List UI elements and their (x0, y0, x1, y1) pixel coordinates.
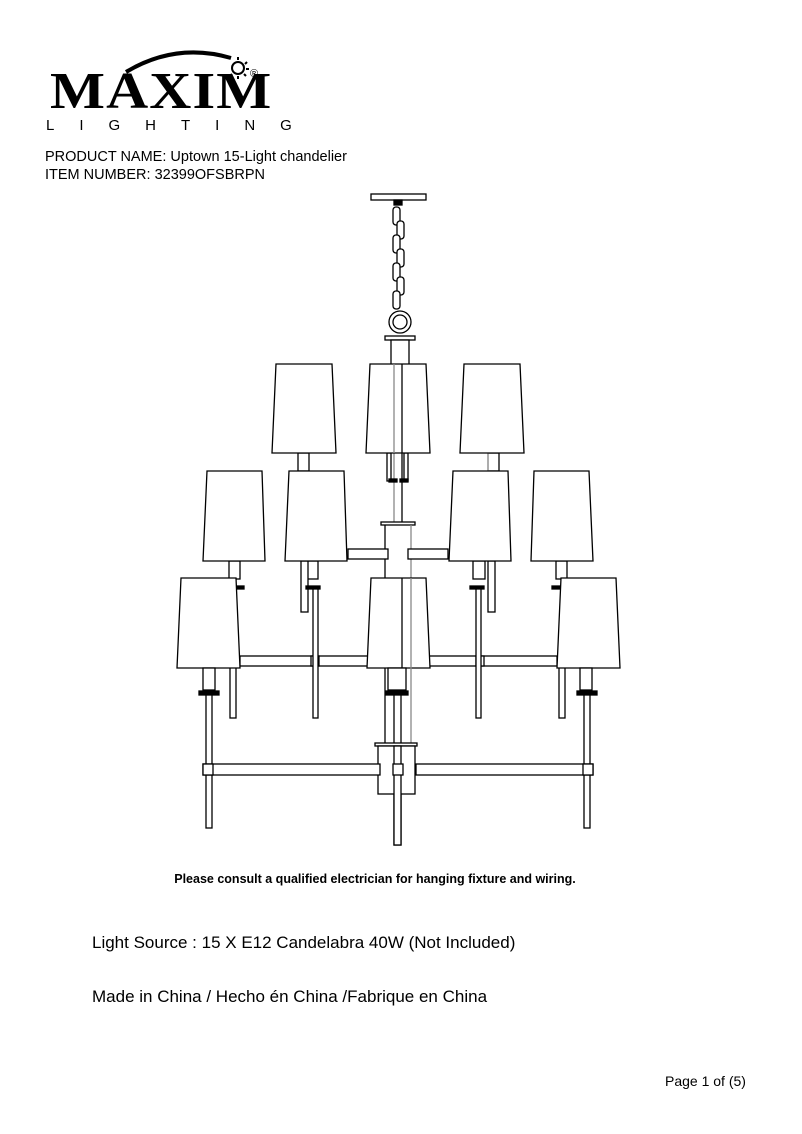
chandelier-drawing (176, 193, 621, 846)
middle-arm-left (347, 548, 389, 560)
shade-bottom-1 (176, 577, 241, 669)
maxim-lighting-logo: MAXIM ® LIGHTING (46, 44, 292, 136)
bottom-arm-left (202, 763, 381, 776)
hanging-loop-inner (392, 314, 408, 330)
light-source-spec: Light Source : 15 X E12 Candelabra 40W (… (92, 933, 516, 952)
shade-bottom-2 (366, 577, 431, 669)
shade-bottom-3 (556, 577, 621, 669)
product-info: PRODUCT NAME: Uptown 15-Light chandelier… (45, 148, 347, 184)
brand-subtitle: LIGHTING (46, 117, 317, 134)
bottom-stem-right (583, 694, 591, 829)
canopy-hook (393, 199, 403, 206)
product-name-separator: : (162, 149, 167, 165)
product-name-value: Uptown 15-Light chandelier (170, 149, 347, 165)
shade-middle-2 (284, 470, 348, 562)
shade-top-3 (459, 363, 525, 454)
product-name-row: PRODUCT NAME: Uptown 15-Light chandelier (45, 148, 347, 166)
shade-middle-4 (530, 470, 594, 562)
middle-tier (202, 470, 594, 613)
shade-top-1 (271, 363, 337, 454)
item-number-row: ITEM NUMBER: 32399OFSBRPN (45, 166, 347, 184)
product-name-label: PRODUCT NAME (45, 149, 163, 165)
item-number-label: ITEM NUMBER: (45, 167, 151, 183)
country-of-origin: Made in China / Hecho én China /Fabriqu… (92, 987, 488, 1006)
middle-arm-right (407, 548, 449, 560)
canopy (370, 193, 427, 201)
registered-mark: ® (250, 68, 259, 80)
shade-top-2 (365, 363, 431, 454)
bottom-tier (176, 577, 621, 669)
top-stem-cap (390, 339, 410, 367)
item-number-value: 32399OFSBRPN (154, 167, 265, 183)
sun-arc-icon (124, 50, 249, 79)
top-tier (271, 363, 525, 483)
brand-wordmark: MAXIM (50, 63, 273, 120)
bottom-stem-left (205, 694, 213, 829)
shade-middle-1 (202, 470, 266, 562)
drop-stem (229, 665, 237, 719)
chain (392, 206, 405, 310)
bottom-arm-right (415, 763, 594, 776)
shade-middle-3 (448, 470, 512, 562)
electrician-warning: Please consult a qualified electrician f… (174, 872, 576, 886)
middle-hub-collar (380, 521, 416, 526)
page-number: Page 1 of (5) (665, 1073, 746, 1089)
